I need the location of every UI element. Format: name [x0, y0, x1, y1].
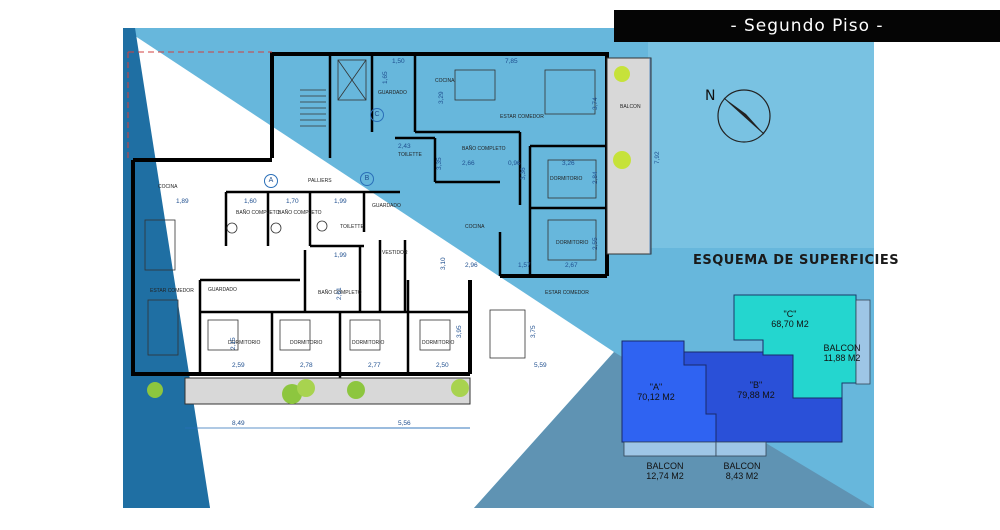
- balcon-c-label: BALCON 11,88 M2: [812, 343, 872, 364]
- compass-north-label: N: [705, 88, 716, 104]
- dim-label: 8,49: [232, 420, 245, 427]
- area-b-label: "B" 79,88 M2: [726, 380, 786, 401]
- balcon-c-value: 11,88 M2: [823, 353, 861, 364]
- area-c-value: 68,70 M2: [771, 319, 809, 330]
- unit-a-marker: A: [264, 174, 278, 188]
- unit-c-marker: C: [370, 108, 384, 122]
- dim-label: 5,59: [534, 362, 547, 369]
- room-cocina-b: COCINA: [465, 224, 485, 230]
- room-toilette-c: TOILETTE: [398, 152, 422, 158]
- area-c-label: "C" 68,70 M2: [760, 309, 820, 330]
- area-a-label: "A" 70,12 M2: [626, 382, 686, 403]
- room-vestidor: VESTIDOR: [382, 250, 408, 256]
- dim-label: 7,85: [505, 58, 518, 65]
- room-dormitorio-c1: DORMITORIO: [550, 176, 583, 182]
- balcon-b-label: BALCON 8,43 M2: [712, 461, 772, 482]
- balcon-c-name: BALCON: [823, 343, 861, 353]
- dim-label: 5,56: [398, 420, 411, 427]
- dim-label: 0,96: [508, 160, 521, 167]
- area-b-value: 79,88 M2: [737, 390, 775, 401]
- dim-label: 1,99: [334, 198, 347, 205]
- room-balcon-c: BALCON: [620, 104, 641, 110]
- dim-label: 1,99: [334, 252, 347, 259]
- dim-label: 2,55: [592, 237, 599, 250]
- dim-label: 3,36: [520, 167, 527, 180]
- dim-label: 3,74: [592, 97, 599, 110]
- dim-label: 2,77: [368, 362, 381, 369]
- dim-label: 2,67: [565, 262, 578, 269]
- right-panel: [648, 28, 874, 248]
- unit-b-marker: B: [360, 172, 374, 186]
- room-dormitorio-4: DORMITORIO: [422, 340, 455, 346]
- room-banio-3: BAÑO COMPLETO: [318, 290, 362, 296]
- trees: [147, 66, 631, 404]
- room-cocina-a: COCINA: [158, 184, 178, 190]
- dim-label: 1,50: [392, 58, 405, 65]
- dim-label: 2,96: [465, 262, 478, 269]
- room-guardado-c: GUARDADO: [378, 90, 407, 96]
- area-c-name: "C": [783, 309, 797, 319]
- room-banio-2: BAÑO COMPLETO: [278, 210, 322, 216]
- dim-label: 3,26: [562, 160, 575, 167]
- furniture: [144, 69, 597, 359]
- dim-label: 3,10: [440, 257, 447, 270]
- dim-label: 3,95: [456, 325, 463, 338]
- dim-label: 3,29: [438, 91, 445, 104]
- dim-label: 1,65: [382, 71, 389, 84]
- page-title: - Segundo Piso -: [614, 10, 1000, 42]
- room-dormitorio-2: DORMITORIO: [290, 340, 323, 346]
- dim-label: 1,57: [518, 262, 531, 269]
- room-palliers: PALLIERS: [308, 178, 332, 184]
- balcon-a-value: 12,74 M2: [646, 471, 684, 482]
- balcon-a-label: BALCON 12,74 M2: [635, 461, 695, 482]
- area-a-name: "A": [649, 382, 663, 392]
- stairs: [300, 59, 367, 127]
- area-a-value: 70,12 M2: [637, 392, 675, 403]
- dim-label: 2,59: [232, 362, 245, 369]
- balcony-south: [184, 57, 652, 405]
- dim-label: 7,92: [654, 151, 661, 164]
- room-estar-comedor-b: ESTAR COMEDOR: [545, 290, 589, 296]
- dim-label: 2,61: [336, 287, 343, 300]
- room-banio-1: BAÑO COMPLETO: [236, 210, 280, 216]
- room-dormitorio-c2: DORMITORIO: [556, 240, 589, 246]
- balcon-a-name: BALCON: [646, 461, 684, 471]
- room-toilette-a: TOILETTE: [340, 224, 364, 230]
- room-dormitorio-3: DORMITORIO: [352, 340, 385, 346]
- room-estar-comedor-a: ESTAR COMEDOR: [150, 288, 194, 294]
- dim-label: 1,70: [286, 198, 299, 205]
- room-guardado-a: GUARDADO: [372, 203, 401, 209]
- room-dormitorio-1: DORMITORIO: [228, 340, 261, 346]
- room-cocina-c: COCINA: [435, 78, 455, 84]
- room-placard: GUARDADO: [208, 287, 237, 293]
- area-b-name: "B": [749, 380, 763, 390]
- dim-label: 2,84: [592, 171, 599, 184]
- compass-icon: [717, 89, 771, 143]
- dashed-guides: [127, 51, 272, 160]
- room-estar-comedor-c: ESTAR COMEDOR: [500, 114, 544, 120]
- dim-label: 2,78: [300, 362, 313, 369]
- dim-label: 2,66: [462, 160, 475, 167]
- dim-label: 1,89: [176, 198, 189, 205]
- dim-label: 2,15: [230, 337, 237, 350]
- dimension-lines: [185, 58, 651, 429]
- room-banio-c: BAÑO COMPLETO: [462, 146, 506, 152]
- dim-label: 1,60: [244, 198, 257, 205]
- balcon-b-name: BALCON: [723, 461, 761, 471]
- inner-walls: [198, 54, 607, 400]
- schema-title: ESQUEMA DE SUPERFICIES: [693, 253, 900, 268]
- dim-label: 2,43: [398, 143, 411, 150]
- dim-label: 3,75: [530, 325, 537, 338]
- balcon-b-value: 8,43 M2: [725, 471, 759, 482]
- dim-label: 3,35: [436, 157, 443, 170]
- dim-label: 2,50: [436, 362, 449, 369]
